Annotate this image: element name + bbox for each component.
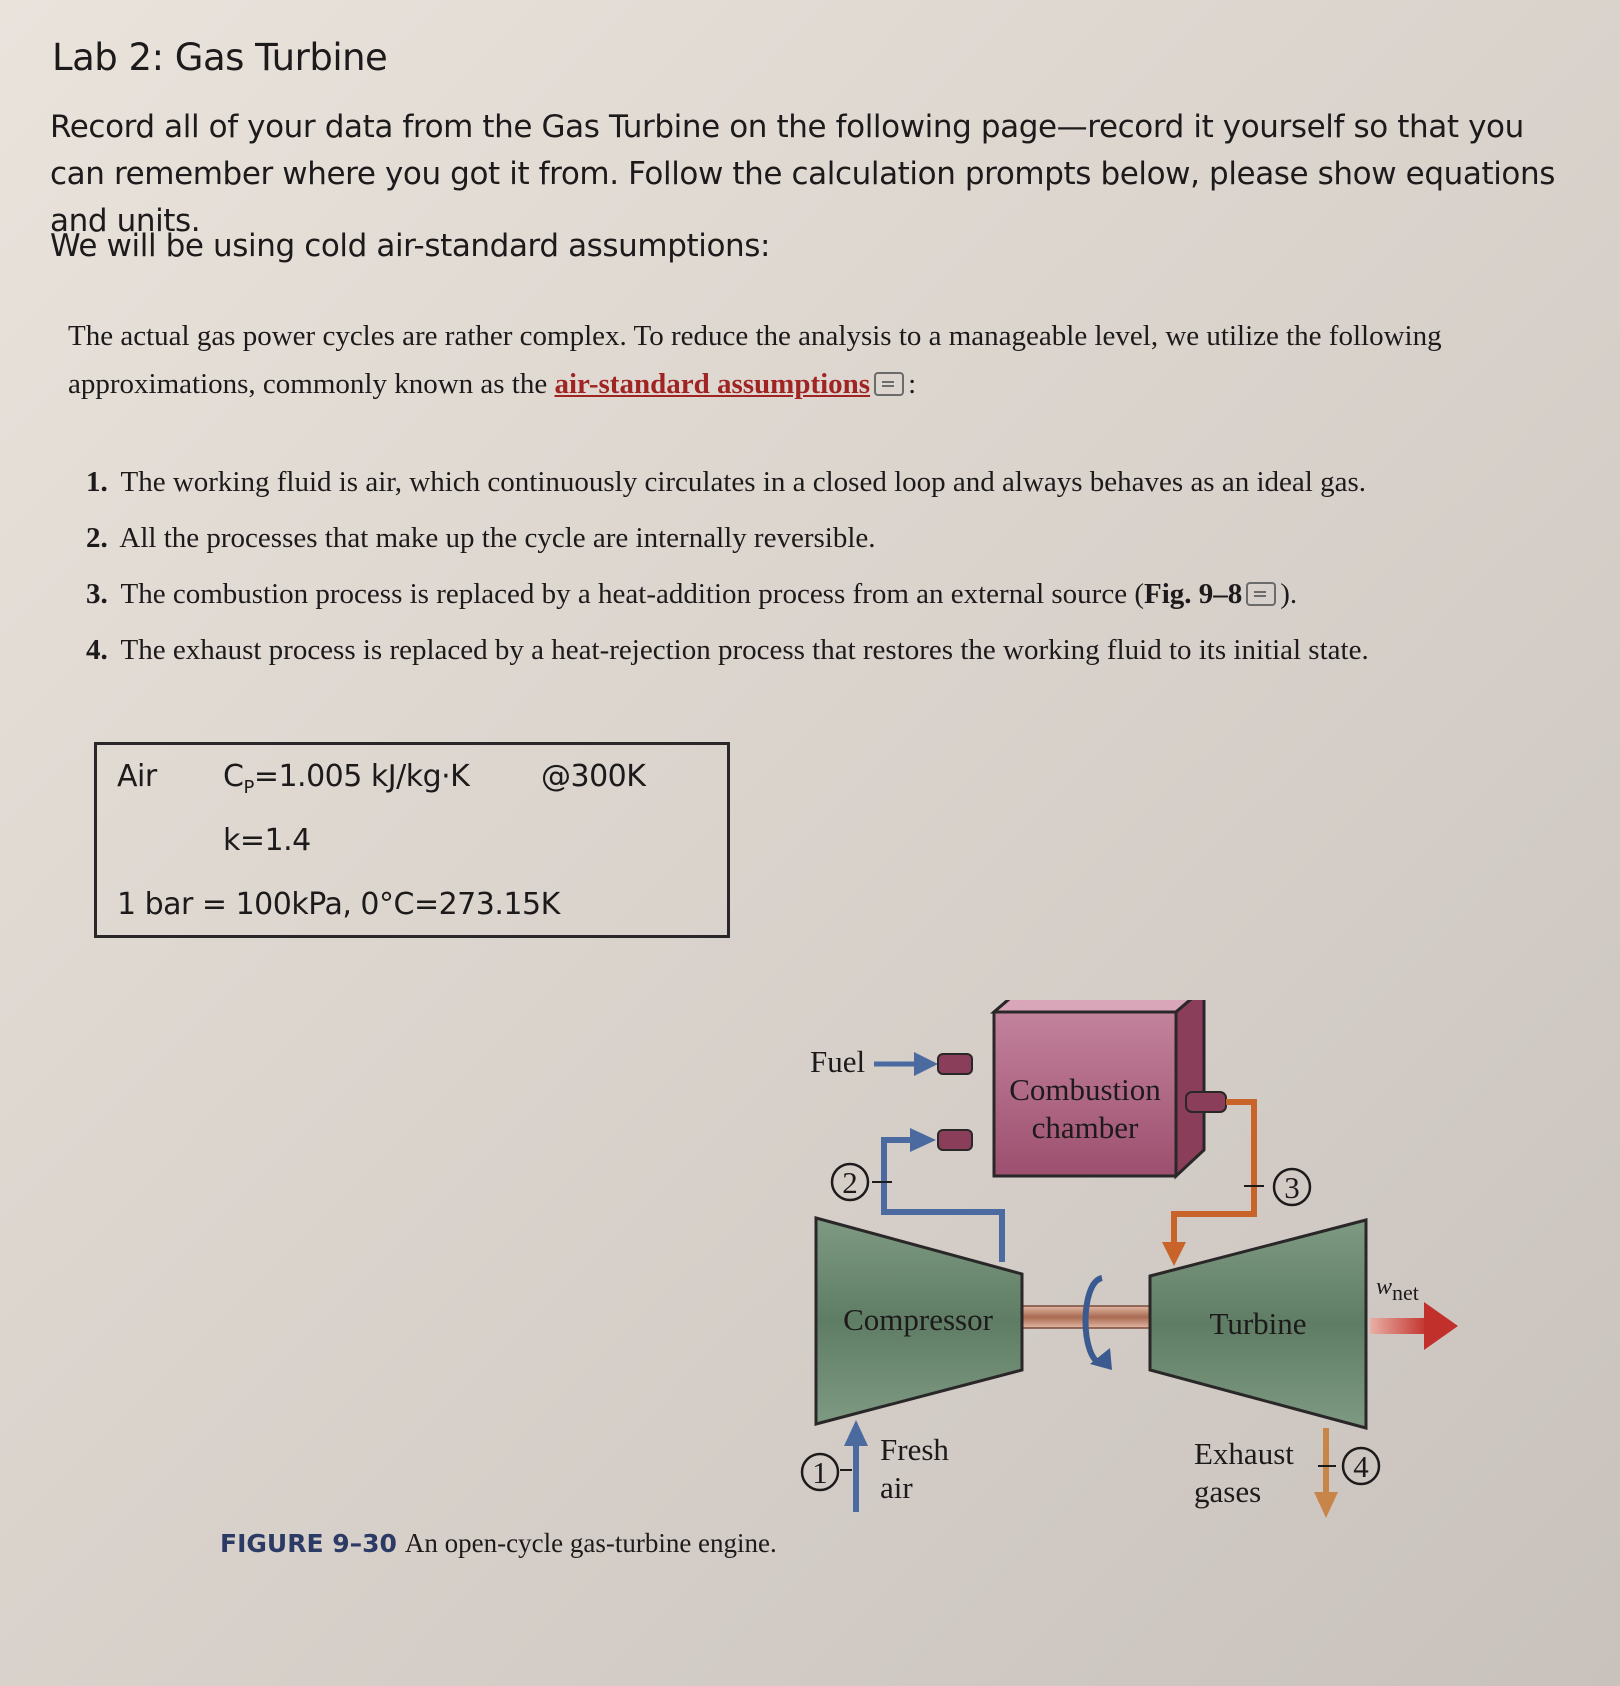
fresh-air-label-line2: air [880,1470,913,1505]
glossary-icon[interactable] [874,372,905,396]
figure-caption-text: An open-cycle gas-turbine engine. [404,1528,777,1558]
cp-value: CP=1.005 kJ/kg·K [223,759,470,798]
exhaust-label-line1: Exhaust [1194,1436,1294,1471]
item-number: 1. [86,466,108,498]
fuel-label: Fuel [810,1044,865,1079]
svg-text:4: 4 [1353,1449,1369,1484]
item-number: 2. [86,522,108,554]
intro-paragraph: Record all of your data from the Gas Tur… [50,109,1555,239]
item-number: 3. [86,578,108,610]
state-1-marker: 1 [800,1452,852,1492]
constants-box: Air CP=1.005 kJ/kg·K @300K k=1.4 1 bar =… [94,742,730,938]
list-item: 4. The exhaust process is replaced by a … [86,626,1566,682]
exhaust-arrow [1314,1428,1338,1518]
fuel-inlet-pipe [937,1053,973,1075]
combustion-label-line1: Combustion [1009,1072,1161,1107]
list-item: 3. The combustion process is replaced by… [86,570,1566,626]
state-3-marker: 3 [1244,1167,1312,1207]
item-text: The working fluid is air, which continuo… [120,466,1366,498]
gas-turbine-diagram: Fuel Combustion chamber 2 [800,1000,1458,1518]
fuel-arrow [874,1052,938,1076]
list-item: 2. All the processes that make up the cy… [86,514,1566,570]
hot-gas-flow [1162,1099,1257,1266]
item-number: 4. [86,634,108,666]
page-title: Lab 2: Gas Turbine [52,36,388,79]
textbook-paragraph: The actual gas power cycles are rather c… [68,312,1578,408]
air-standard-assumptions-link[interactable]: air-standard assumptions [554,368,871,400]
net-work-arrow [1370,1302,1458,1350]
item-text: All the processes that make up the cycle… [119,522,876,554]
state-2-marker: 2 [830,1162,892,1202]
combustion-outlet-pipe [1185,1091,1227,1113]
item-text: The combustion process is replaced by a … [120,578,1144,610]
rotation-arrow-icon [1082,1275,1112,1370]
svg-text:2: 2 [842,1165,858,1200]
exhaust-label-line2: gases [1194,1474,1261,1509]
item-text-end: ). [1280,578,1298,610]
fresh-air-label-line1: Fresh [880,1432,949,1467]
paragraph-text: The actual gas power cycles are rather c… [68,320,1442,400]
turbine-label: Turbine [1209,1306,1306,1341]
air-inlet-pipe [937,1129,973,1151]
figure-popup-icon[interactable] [1246,582,1277,606]
figure-caption-label: FIGURE 9–30 [220,1529,397,1558]
specific-heat-ratio: k=1.4 [223,823,311,858]
item-text: The exhaust process is replaced by a hea… [120,634,1369,666]
state-4-marker: 4 [1318,1446,1381,1486]
paragraph-end: : [908,368,917,400]
turbine: Turbine [1148,1218,1368,1430]
substance-label: Air [117,759,157,794]
compressor: Compressor [814,1216,1024,1426]
list-item: 1. The working fluid is air, which conti… [86,458,1566,514]
figure-reference-link[interactable]: Fig. 9–8 [1143,578,1243,610]
combustion-label-line2: chamber [1032,1110,1139,1145]
assumptions-heading: We will be using cold air-standard assum… [50,228,771,264]
compressed-air-flow [881,1128,1005,1262]
svg-text:3: 3 [1284,1170,1300,1205]
compressor-label: Compressor [843,1302,994,1337]
assumptions-list: 1. The working fluid is air, which conti… [86,458,1566,682]
fresh-air-arrow [844,1420,868,1512]
reference-temperature: @300K [541,759,646,794]
unit-conversion: 1 bar = 100kPa, 0°C=273.15K [117,887,560,922]
svg-text:1: 1 [812,1455,828,1490]
combustion-chamber: Combustion chamber [989,1000,1206,1180]
net-work-label: wnet [1376,1274,1419,1305]
